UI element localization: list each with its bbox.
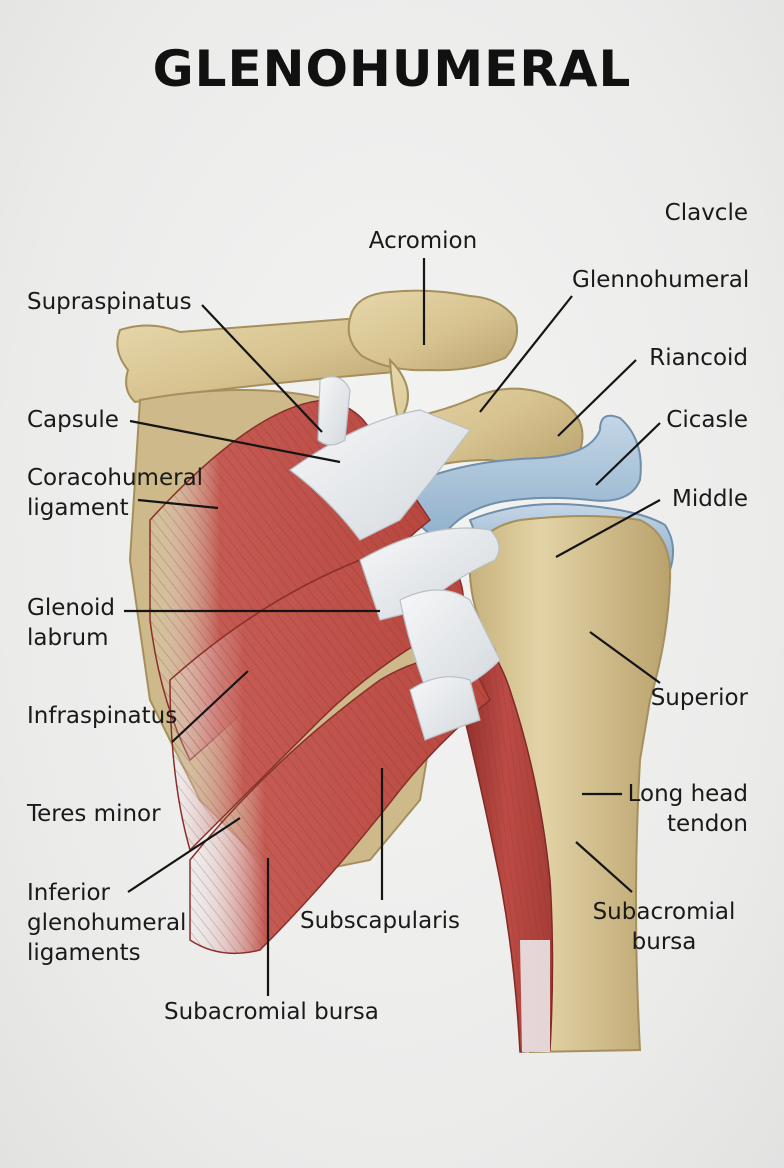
label-subscapularis: Subscapularis [300,908,460,934]
label-glenoid-labrum: Glenoid labrum [27,595,116,651]
label-infraspinatus: Infraspinatus [27,703,178,729]
leader-inferior-glenohumeral [127,817,241,893]
label-glennohumeral: Glennohumeral [572,267,750,293]
leader-supraspinatus [201,304,323,433]
label-acromion: Acromion [368,228,478,254]
label-riancoid: Riancoid [649,345,748,371]
leader-middle [555,499,661,558]
leader-capsule [129,419,341,464]
leader-subacromial-right [575,841,633,893]
label-superior: Superior [650,685,748,711]
leader-glennohumeral [479,295,573,413]
label-inferior-glenohumeral-ligaments: Inferior glenohumeral ligaments [27,880,187,966]
label-teres-minor: Teres minor [27,801,161,827]
label-clavcle: Clavcle [664,200,748,226]
label-subacromial-bursa-bottom: Subacromial bursa [164,999,379,1025]
label-cicasle: Cicasle [666,407,748,433]
leader-cicasle [595,422,661,486]
leader-infraspinatus [171,670,249,743]
label-middle: Middle [672,486,748,512]
supraspinatus-tendon [317,376,351,446]
leader-riancoid [557,359,637,437]
leader-lines [124,258,661,996]
page-title: GLENOHUMERAL [152,40,632,98]
label-coracohumeral-ligament: Coracohumeral ligament [27,465,204,521]
label-supraspinatus: Supraspinatus [27,289,192,315]
leader-superior [589,631,661,684]
acromion-bone [347,289,518,372]
label-capsule: Capsule [27,407,119,433]
leader-coracohumeral [137,498,219,510]
label-subacromial-bursa-right: Subacromial bursa [592,899,736,955]
capsule-cartilage [408,414,642,542]
label-long-head-tendon: Long head tendon [627,781,748,837]
